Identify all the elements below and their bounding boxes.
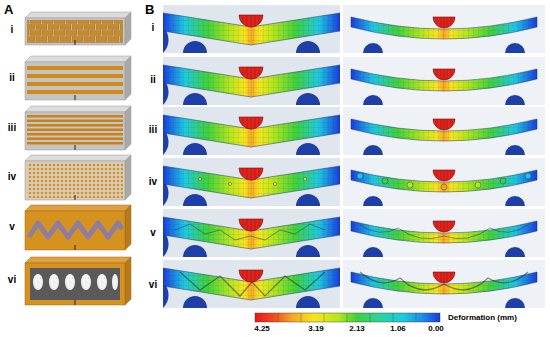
color-bar-ticks — [278, 313, 416, 322]
design-numeral: i — [11, 25, 14, 35]
design-numeral: v — [9, 222, 15, 232]
panel-letter: A — [4, 3, 13, 16]
design-numeral: vi — [149, 280, 157, 290]
panel-letter: B — [145, 3, 154, 16]
design-numeral: iii — [149, 125, 157, 135]
particle-markers — [198, 173, 531, 190]
lattice-overlay — [180, 272, 528, 296]
design-numeral: ii — [150, 75, 156, 85]
brick-beam — [25, 12, 131, 45]
design-numeral: ii — [9, 73, 15, 83]
particle-beam — [25, 155, 131, 200]
wave-beam — [25, 205, 131, 250]
scale-value: 2.13 — [349, 325, 365, 333]
scale-value: 4.25 — [254, 325, 270, 333]
design-numeral: iii — [8, 123, 16, 133]
design-numeral: iv — [149, 177, 157, 187]
scale-value: 1.06 — [390, 325, 406, 333]
rod-beam — [25, 56, 131, 100]
design-numeral: v — [150, 228, 156, 238]
wave-core — [360, 225, 528, 239]
design-numeral: vi — [8, 275, 16, 285]
design-numeral: iv — [8, 172, 16, 182]
scale-value: 0.00 — [428, 325, 444, 333]
scale-title: Deformation (mm) — [448, 314, 517, 322]
scale-value: 3.19 — [308, 325, 324, 333]
fea-results — [163, 5, 545, 308]
wave-core — [175, 224, 325, 240]
design-numeral: i — [152, 23, 155, 33]
lattice-beam — [25, 257, 131, 305]
color-bar — [255, 313, 440, 322]
rod-beam — [25, 106, 131, 150]
